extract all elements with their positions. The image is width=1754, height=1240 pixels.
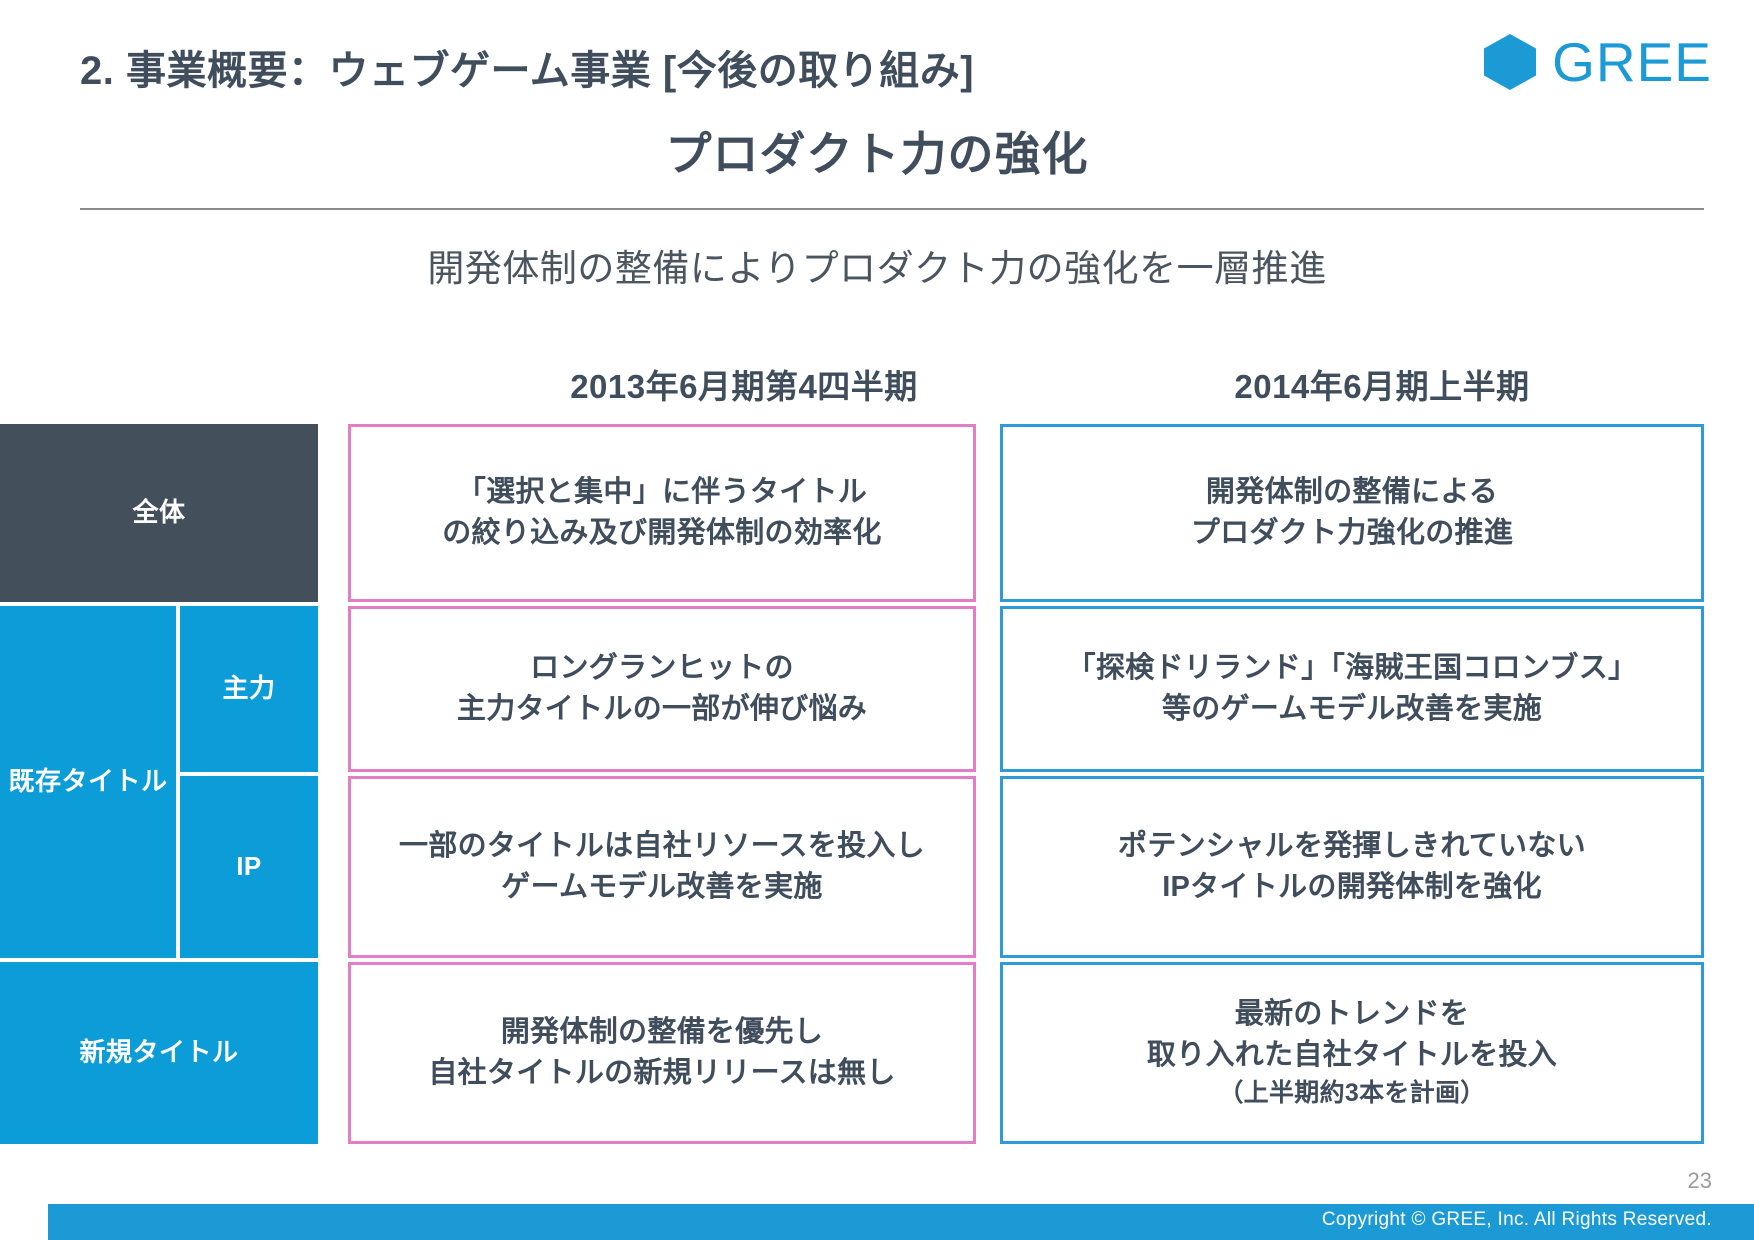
footer-bar: Copyright © GREE, Inc. All Rights Reserv… — [48, 1204, 1754, 1240]
cell-ip-q4: 一部のタイトルは自社リソースを投入し ゲームモデル改善を実施 — [348, 776, 976, 958]
row-label-overall: 全体 — [0, 424, 318, 602]
cell-overall-h1-line2: プロダクト力強化の推進 — [1190, 517, 1514, 549]
slide-header: 2. 事業概要：ウェブゲーム事業 [今後の取り組み] プロダクト力の強化 GRE… — [0, 0, 1754, 212]
headline: プロダクト力の強化 — [665, 128, 1089, 180]
column-header-q4-2013: 2013年6月期第4四半期 — [570, 368, 918, 405]
gree-logo: GREE — [1480, 32, 1712, 92]
page-title: 2. 事業概要：ウェブゲーム事業 [今後の取り組み] — [80, 49, 975, 93]
cell-overall-q4: 「選択と集中」に伴うタイトル の絞り込み及び開発体制の効率化 — [348, 424, 976, 602]
row-label-mainline: 主力 — [180, 606, 318, 772]
cell-overall-h1-line1: 開発体制の整備による — [1205, 475, 1499, 508]
cell-overall-h1: 開発体制の整備による プロダクト力強化の推進 — [1000, 424, 1704, 602]
cell-ip-h1-line1: ポテンシャルを発揮しきれていない — [1118, 829, 1586, 862]
cell-overall-q4-line1: 「選択と集中」に伴うタイトル — [456, 475, 868, 508]
cell-mainline-q4: ロングランヒットの 主力タイトルの一部が伸び悩み — [348, 606, 976, 772]
row-label-existing-line2: タイトル — [61, 766, 168, 797]
cell-new-q4-line2: 自社タイトルの新規リリースは無し — [428, 1057, 896, 1089]
cell-mainline-h1: 「探検ドリランド」「海賊王国コロンブス」 等のゲームモデル改善を実施 — [1000, 606, 1704, 772]
cell-ip-h1-line2: IPタイトルの開発体制を強化 — [1162, 871, 1542, 903]
copyright-text: Copyright © GREE, Inc. All Rights Reserv… — [1321, 1209, 1712, 1230]
cell-ip-h1: ポテンシャルを発揮しきれていない IPタイトルの開発体制を強化 — [1000, 776, 1704, 958]
cell-mainline-q4-line2: 主力タイトルの一部が伸び悩み — [456, 693, 868, 725]
cell-new-h1-line2: 取り入れた自社タイトルを投入 — [1146, 1039, 1558, 1072]
column-header-row: 2013年6月期第4四半期 2014年6月期上半期 — [0, 360, 1754, 412]
cell-new-h1-line1: 最新のトレンドを — [1234, 998, 1470, 1031]
cell-new-q4: 開発体制の整備を優先し 自社タイトルの新規リリースは無し — [348, 962, 976, 1144]
cell-overall-q4-line2: の絞り込み及び開発体制の効率化 — [442, 517, 882, 549]
cell-ip-q4-line1: 一部のタイトルは自社リソースを投入し — [399, 829, 925, 862]
hexagon-icon — [1484, 34, 1537, 90]
cell-ip-q4-line2: ゲームモデル改善を実施 — [501, 871, 823, 903]
cell-new-h1: 最新のトレンドを 取り入れた自社タイトルを投入 （上半期約3本を計画） — [1000, 962, 1704, 1144]
logo-wordmark: GREE — [1552, 30, 1712, 93]
cell-new-q4-line1: 開発体制の整備を優先し — [500, 1015, 824, 1048]
row-label-existing-line1: 既存 — [8, 766, 62, 797]
page-number: 23 — [1687, 1168, 1712, 1193]
row-label-ip: IP — [180, 776, 318, 958]
header-divider — [80, 208, 1704, 210]
cell-new-h1-line3: （上半期約3本を計画） — [1218, 1079, 1486, 1108]
column-header-h1-2014: 2014年6月期上半期 — [1234, 368, 1530, 405]
cell-mainline-h1-line1: 「探検ドリランド」「海賊王国コロンブス」 — [1066, 651, 1638, 684]
lead-statement: 開発体制の整備によりプロダクト力の強化を一層推進 — [427, 248, 1327, 289]
row-label-new-titles: 新規タイトル — [0, 962, 318, 1144]
row-label-existing-titles: 既存 タイトル — [0, 606, 176, 958]
cell-mainline-q4-line1: ロングランヒットの — [530, 651, 794, 684]
cell-mainline-h1-line2: 等のゲームモデル改善を実施 — [1161, 693, 1542, 725]
